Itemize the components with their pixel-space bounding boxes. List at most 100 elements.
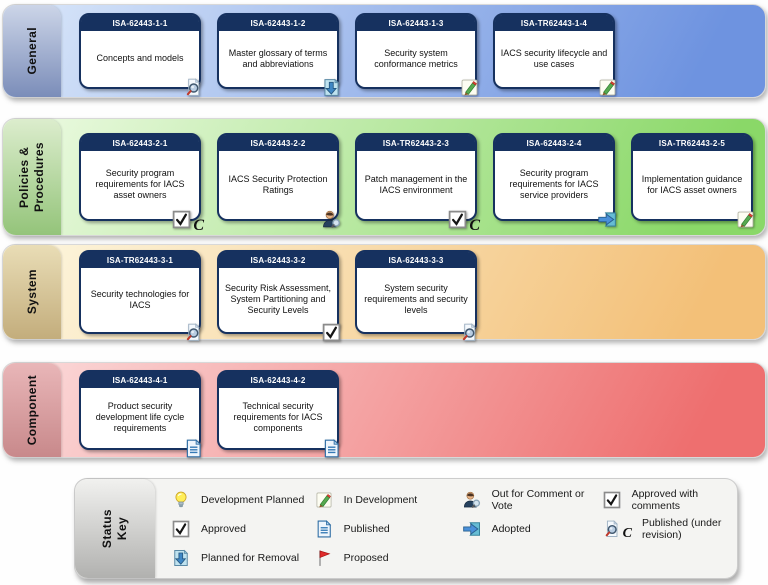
pencil-icon xyxy=(459,77,480,98)
status-key-panel: Status Key Development Planned In Develo… xyxy=(74,478,738,579)
checkbox-icon xyxy=(602,490,622,510)
standard-code: ISA-62443-2-2 xyxy=(219,135,337,151)
status-key-label: Approved xyxy=(201,522,246,535)
status-key-item: Development Planned xyxy=(171,490,308,510)
status-key-item: Published xyxy=(314,519,456,539)
band-component-cards: ISA-62443-4-1 Product security developme… xyxy=(79,363,761,458)
status-key-label: Approved with comments xyxy=(631,487,699,512)
status-key-label: Proposed xyxy=(343,551,389,564)
standard-code: ISA-62443-3-3 xyxy=(357,252,475,268)
standard-title: Concepts and models xyxy=(96,53,184,64)
checkbox-c-icon: C xyxy=(171,209,204,233)
standard-title: Security Risk Assessment, System Partiti… xyxy=(224,283,332,315)
band-component-label: Component xyxy=(24,374,39,446)
status-key-item: Approved with comments xyxy=(602,488,733,512)
doc-magnifier-c-icon: C xyxy=(602,519,632,541)
status-key-item: Out for Comment or Vote xyxy=(462,488,596,512)
doc-lines-icon xyxy=(314,519,334,539)
doc-lines-icon xyxy=(321,438,342,459)
band-policies-cards: ISA-62443-2-1 Security program requireme… xyxy=(79,119,761,235)
band-system-label: System xyxy=(24,269,39,315)
status-key-tab: Status Key xyxy=(75,479,155,578)
standard-card: ISA-62443-1-3 Security system conformanc… xyxy=(355,13,478,96)
standard-code: ISA-TR62443-2-5 xyxy=(633,135,751,151)
standard-title: Technical security requirements for IACS… xyxy=(233,401,323,433)
pencil-icon xyxy=(735,209,756,230)
status-key-grid: Development Planned In Development Out f… xyxy=(171,486,733,573)
checkbox-c-icon: C xyxy=(447,209,480,233)
band-policies-label: Policies & Procedures xyxy=(17,141,46,213)
band-general-cards: ISA-62443-1-1 Concepts and models ISA-62… xyxy=(79,5,761,97)
standard-code: ISA-TR62443-3-1 xyxy=(81,252,199,268)
standard-card: ISA-62443-3-2 Security Risk Assessment, … xyxy=(217,250,341,342)
standard-code: ISA-62443-1-2 xyxy=(219,15,337,31)
standard-title: IACS Security Protection Ratings xyxy=(228,173,328,195)
standard-card: ISA-62443-4-1 Product security developme… xyxy=(79,370,202,458)
checkbox-icon xyxy=(321,322,342,343)
standard-code: ISA-TR62443-2-3 xyxy=(357,135,475,151)
standard-title: Security program requirements for IACS a… xyxy=(95,168,185,200)
standard-card: ISA-TR62443-2-3 Patch management in the … xyxy=(355,133,480,233)
doc-lines-icon xyxy=(183,438,204,459)
status-key-label: Planned for Removal xyxy=(201,551,300,564)
doc-magnifier-icon xyxy=(183,77,204,98)
standard-code: ISA-62443-3-2 xyxy=(219,252,337,268)
status-key-label: Published xyxy=(343,522,390,535)
standard-title: Implementation guidance for IACS asset o… xyxy=(641,173,743,195)
bulb-icon xyxy=(171,490,191,510)
status-key-item: Proposed xyxy=(314,548,456,568)
band-system-cards: ISA-TR62443-3-1 Security technologies fo… xyxy=(79,245,761,342)
person-magnifier-icon xyxy=(462,490,482,510)
standard-title: Master glossary of terms and abbreviatio… xyxy=(228,47,328,69)
standard-card: ISA-TR62443-3-1 Security technologies fo… xyxy=(79,250,201,341)
standard-title: Patch management in the IACS environment xyxy=(364,173,468,195)
checkbox-icon xyxy=(171,519,191,539)
flag-icon xyxy=(314,548,334,568)
standard-code: ISA-62443-4-2 xyxy=(219,372,337,388)
standard-code: ISA-62443-1-1 xyxy=(81,15,199,31)
standard-card: ISA-TR62443-2-5 Implementation guidance … xyxy=(631,133,754,228)
status-key-title: Status Key xyxy=(100,508,129,549)
status-key-label: In Development xyxy=(343,493,418,506)
band-system: System ISA-TR62443-3-1 Security technolo… xyxy=(2,244,766,342)
standard-card: ISA-62443-1-2 Master glossary of terms a… xyxy=(217,13,340,96)
standard-title: IACS security lifecycle and use cases xyxy=(500,47,608,69)
standard-card: ISA-62443-2-2 IACS Security Protection R… xyxy=(217,133,340,228)
status-key-label: Published (under revision) xyxy=(641,516,722,541)
status-key-item: C Published (under revision) xyxy=(602,517,733,541)
adopted-arrow-icon xyxy=(462,519,482,539)
status-key-label: Out for Comment or Vote xyxy=(491,487,585,512)
doc-down-arrow-icon xyxy=(321,77,342,98)
band-general-tab: General xyxy=(3,5,61,97)
standard-card: ISA-TR62443-1-4 IACS security lifecycle … xyxy=(493,13,616,96)
status-key-item: Adopted xyxy=(462,519,596,539)
standard-card: ISA-62443-2-1 Security program requireme… xyxy=(79,133,204,233)
person-magnifier-icon xyxy=(321,209,342,230)
band-general-label: General xyxy=(24,27,39,75)
status-key-item: In Development xyxy=(314,490,456,510)
standard-title: Security technologies for IACS xyxy=(90,288,190,310)
pencil-icon xyxy=(314,490,334,510)
standard-code: ISA-62443-4-1 xyxy=(81,372,199,388)
standard-code: ISA-62443-2-4 xyxy=(495,135,613,151)
standard-title: Product security development life cycle … xyxy=(95,401,185,433)
standard-card: ISA-62443-4-2 Technical security require… xyxy=(217,370,340,458)
status-key-label: Adopted xyxy=(491,522,531,535)
band-general: General ISA-62443-1-1 Concepts and model… xyxy=(2,4,766,98)
doc-magnifier-icon xyxy=(459,322,480,343)
standard-title: Security system conformance metrics xyxy=(374,47,458,69)
pencil-icon xyxy=(597,77,618,98)
band-component: Component ISA-62443-4-1 Product security… xyxy=(2,362,766,458)
adopted-arrow-icon xyxy=(597,209,618,230)
band-policies-procedures: Policies & Procedures ISA-62443-2-1 Secu… xyxy=(2,118,766,236)
standard-card: ISA-62443-3-3 System security requiremen… xyxy=(355,250,477,341)
status-key-item: Approved xyxy=(171,519,308,539)
standard-card: ISA-62443-2-4 Security program requireme… xyxy=(493,133,616,227)
standard-title: Security program requirements for IACS s… xyxy=(509,168,599,200)
doc-down-arrow-icon xyxy=(171,548,191,568)
standard-code: ISA-62443-2-1 xyxy=(81,135,199,151)
standard-code: ISA-TR62443-1-4 xyxy=(495,15,613,31)
standard-card: ISA-62443-1-1 Concepts and models xyxy=(79,13,201,96)
status-key-item: Planned for Removal xyxy=(171,548,308,568)
